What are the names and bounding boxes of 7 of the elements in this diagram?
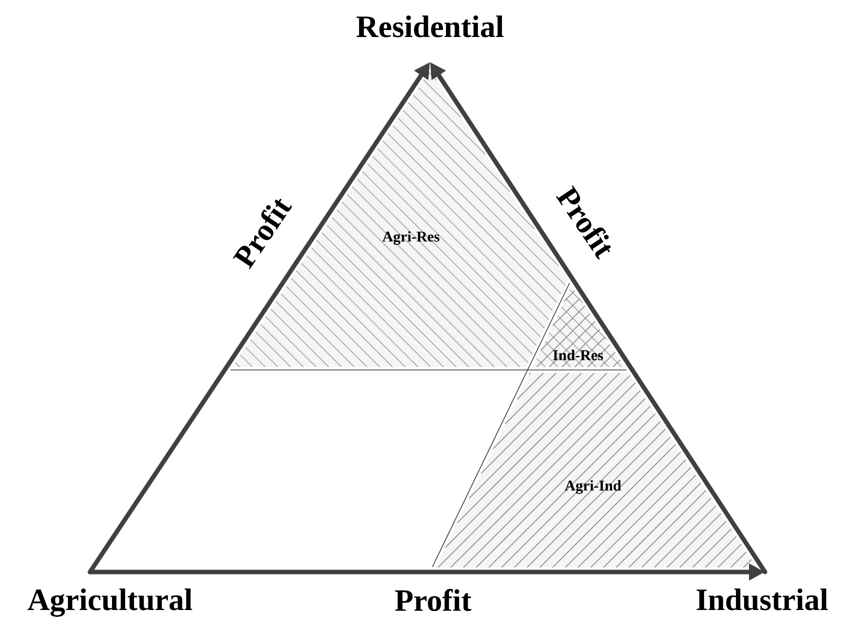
vertex-label: Industrial — [696, 588, 828, 610]
vertex-label: Residential — [356, 15, 504, 38]
region-label: Agri-Ind — [564, 480, 622, 494]
edge-label: Profit — [395, 588, 472, 612]
vertex-label: Agricultural — [28, 588, 192, 617]
region-label: Ind-Res — [553, 350, 604, 360]
region-label: Agri-Res — [382, 231, 440, 245]
